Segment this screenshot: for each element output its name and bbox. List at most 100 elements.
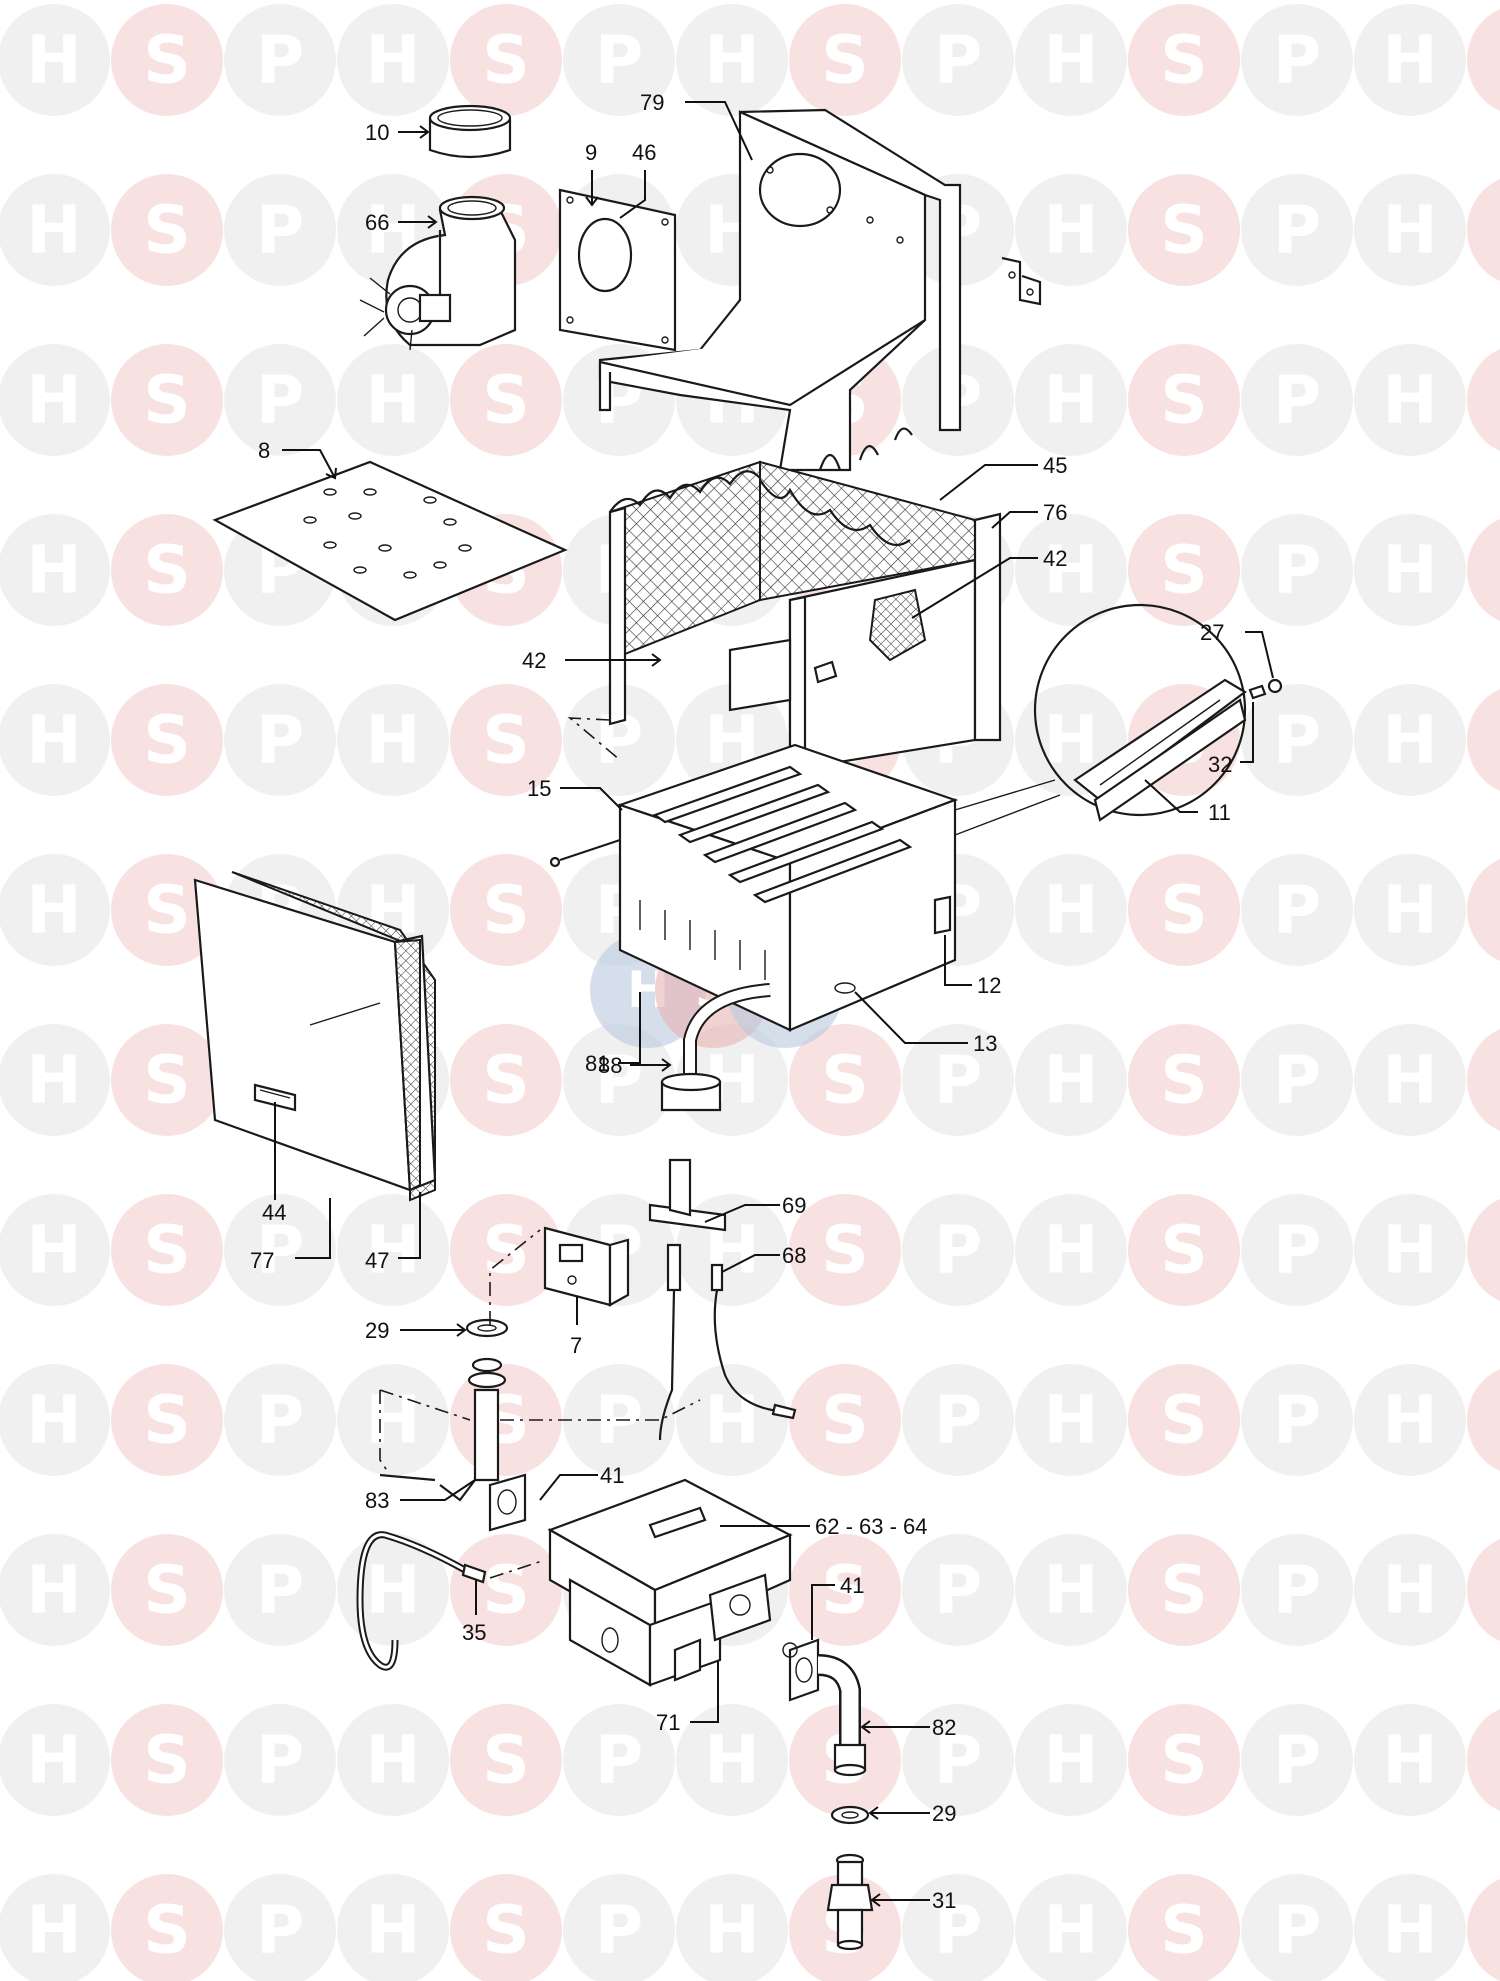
callout-45[interactable]: 45 [939, 453, 1067, 501]
watermark-circle [111, 344, 223, 456]
callout-83[interactable]: 83 [365, 1479, 476, 1513]
watermark-circle [224, 1704, 336, 1816]
callout-7[interactable]: 7 [570, 1296, 582, 1358]
watermark-circle [1241, 1024, 1353, 1136]
watermark-letter: H [1382, 1212, 1437, 1289]
watermark-circle [1467, 1198, 1500, 1302]
watermark-letter: S [143, 192, 191, 269]
watermark-circle [450, 4, 562, 116]
watermark-letter: S [482, 1892, 530, 1969]
watermark-circle [1015, 1364, 1127, 1476]
callout-88[interactable]: 88 [598, 1053, 672, 1078]
callout-label: 10 [365, 120, 389, 145]
watermark-circle [1015, 854, 1127, 966]
watermark-letter: S [143, 702, 191, 779]
callout-79[interactable]: 79 [640, 90, 753, 161]
watermark-letter: P [1273, 362, 1321, 439]
watermark-letter: H [704, 1382, 759, 1459]
watermark-letter: S [143, 1382, 191, 1459]
callout-62-63-64[interactable]: 62 - 63 - 64 [720, 1514, 928, 1539]
callout-10[interactable]: 10 [365, 120, 430, 145]
callout-9[interactable]: 9 [585, 140, 599, 207]
watermark-letter: P [934, 1552, 982, 1629]
callout-41-upper[interactable]: 41 [539, 1463, 624, 1501]
callout-42-left[interactable]: 42 [522, 648, 662, 673]
callout-82[interactable]: 82 [860, 1715, 956, 1740]
callout-8[interactable]: 8 [258, 438, 337, 480]
callout-47[interactable]: 47 [365, 1192, 421, 1273]
watermark-circle [0, 684, 110, 796]
watermark-circle [1241, 344, 1353, 456]
callout-label: 11 [1208, 800, 1231, 825]
watermark-circle [1354, 1704, 1466, 1816]
watermark-circle [902, 1024, 1014, 1136]
watermark-letter: P [934, 1042, 982, 1119]
callout-27[interactable]: 27 [1200, 620, 1274, 679]
watermark-circle [563, 1024, 675, 1136]
part-62-63-64-gas-valve [547, 1478, 793, 1687]
watermark-letter: H [1043, 1042, 1098, 1119]
callout-69[interactable]: 69 [704, 1193, 806, 1223]
watermark-circle [1241, 1364, 1353, 1476]
watermark-circle [450, 1194, 562, 1306]
watermark-letter: H [26, 1722, 81, 1799]
callout-label: 82 [932, 1715, 956, 1740]
watermark-letter: H [365, 362, 420, 439]
callout-29-upper[interactable]: 29 [365, 1318, 467, 1343]
watermark-circle [1128, 4, 1240, 116]
callout-35[interactable]: 35 [462, 1580, 486, 1645]
watermark-circle [1241, 854, 1353, 966]
watermark-circle [0, 1364, 110, 1476]
callout-12[interactable]: 12 [944, 935, 1001, 998]
callout-46[interactable]: 46 [619, 140, 656, 219]
watermark-circle [111, 1194, 223, 1306]
watermark-circle [1354, 1534, 1466, 1646]
watermark-circle [450, 684, 562, 796]
callout-label: 27 [1200, 620, 1224, 645]
watermark-letter: S [1160, 192, 1208, 269]
callout-31[interactable]: 31 [870, 1888, 956, 1913]
callout-41-lower[interactable]: 41 [811, 1573, 864, 1640]
part-31-fitting [826, 1853, 874, 1951]
watermark-circle [224, 4, 336, 116]
part-burner [549, 743, 959, 1032]
watermark-letter: H [1043, 22, 1098, 99]
watermark-letter: H [365, 1722, 420, 1799]
watermark-circle [0, 854, 110, 966]
callout-66[interactable]: 66 [365, 210, 438, 235]
watermark-circle [224, 1194, 336, 1306]
callout-44[interactable]: 44 [262, 1102, 286, 1225]
callout-71[interactable]: 71 [656, 1660, 719, 1735]
watermark-circle [1128, 344, 1240, 456]
callout-15[interactable]: 15 [527, 776, 623, 811]
watermark-letter: H [1043, 1892, 1098, 1969]
callout-76[interactable]: 76 [991, 500, 1067, 529]
watermark-letter: P [256, 702, 304, 779]
watermark-circle [1015, 1704, 1127, 1816]
watermark-letter: S [482, 1212, 530, 1289]
watermark-circle [789, 1534, 901, 1646]
watermark-letter: H [1382, 532, 1437, 609]
callout-42-right[interactable]: 42 [911, 546, 1067, 619]
watermark-circle [224, 1364, 336, 1476]
part-79-hood [598, 108, 962, 472]
callout-32[interactable]: 32 [1208, 702, 1254, 777]
callout-11[interactable]: 11 [1144, 779, 1231, 825]
watermark-circle [450, 1704, 562, 1816]
callout-77[interactable]: 77 [250, 1198, 331, 1273]
callout-label: 12 [977, 973, 1001, 998]
callout-68[interactable]: 68 [721, 1243, 806, 1273]
watermark-circle [1241, 1704, 1353, 1816]
callout-13[interactable]: 13 [854, 991, 997, 1056]
watermark-circle [224, 344, 336, 456]
watermark-letter: H [365, 1892, 420, 1969]
watermark-circle [1128, 1194, 1240, 1306]
watermark-circle [902, 4, 1014, 116]
callout-label: 32 [1208, 752, 1232, 777]
callout-29-lower[interactable]: 29 [868, 1801, 956, 1826]
watermark-circle [1128, 1534, 1240, 1646]
watermark-circle [337, 4, 449, 116]
watermark-letter: P [595, 1722, 643, 1799]
callout-81[interactable]: 81 [585, 992, 641, 1076]
part-66-fan [359, 195, 517, 351]
